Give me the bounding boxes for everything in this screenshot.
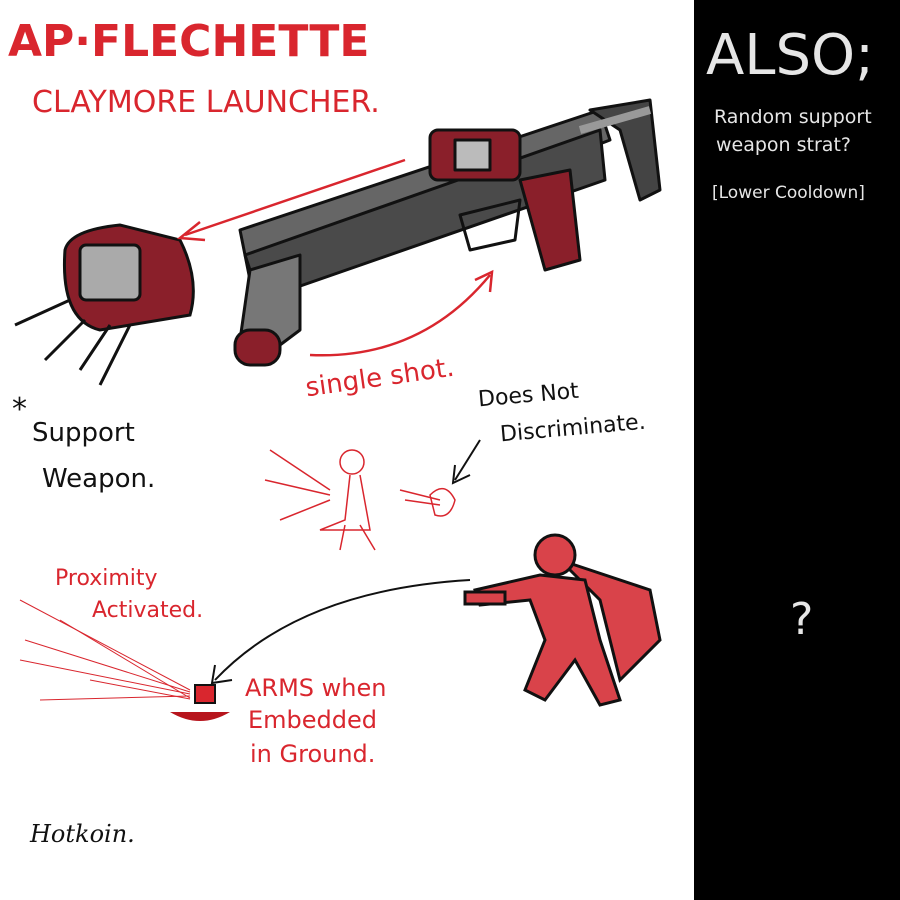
support-line1: Support [32, 418, 135, 448]
panel-heading: ALSO; [706, 23, 874, 88]
panel-question-mark: ? [790, 594, 814, 645]
proximity-line2: Activated. [92, 598, 204, 623]
panel-line2: weapon strat? [716, 134, 851, 156]
black-arrows [210, 439, 481, 685]
soldier-silhouette [463, 533, 662, 707]
proximity-line1: Proximity [55, 566, 158, 591]
red-arrows [176, 158, 494, 357]
launcher-drawing [233, 98, 662, 367]
title-line2: CLAYMORE LAUNCHER. [32, 85, 380, 120]
support-line2: Weapon. [42, 464, 156, 494]
arms-line3: in Ground. [250, 740, 376, 768]
arms-line1: ARMS when [245, 674, 387, 702]
claymore-pod-drawing [14, 223, 195, 386]
panel-line1: Random support [714, 106, 872, 128]
ground-claymore [19, 599, 230, 721]
side-panel [694, 0, 900, 900]
panel-tag: [Lower Cooldown] [712, 183, 865, 203]
artist-signature: Hotkoin. [30, 820, 135, 848]
victim-sketch [264, 449, 456, 551]
arms-line2: Embedded [248, 706, 378, 734]
support-asterisk: * [12, 392, 27, 427]
title-line1: AP·FLECHETTE [8, 16, 370, 67]
